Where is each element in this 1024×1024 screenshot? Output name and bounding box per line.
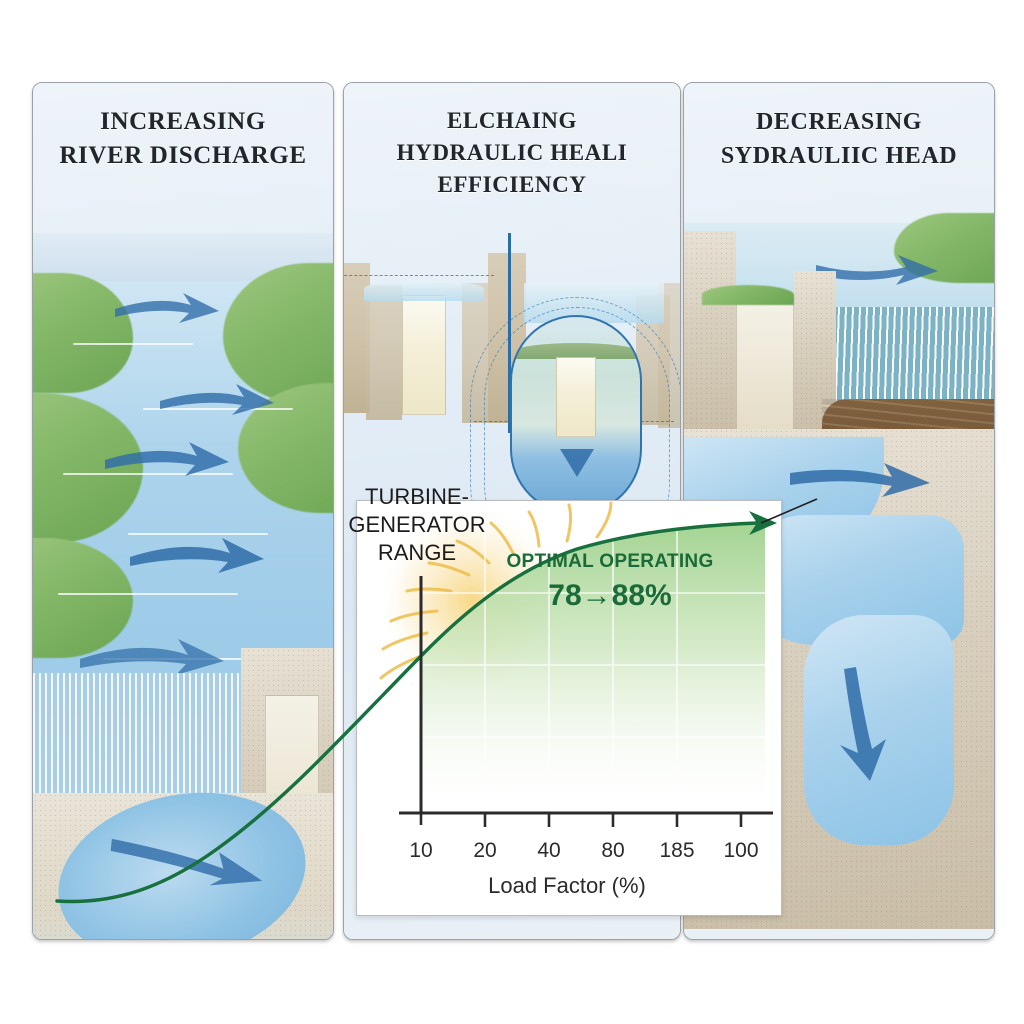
efficiency-curve xyxy=(55,521,759,904)
panel-2-title: ELCHAING HYDRAULIC HEALI EFFICIENCY xyxy=(396,108,628,197)
detail-turbine-flow-arrow xyxy=(556,445,598,486)
x-axis-ticks xyxy=(419,801,743,827)
magnified-detail-view xyxy=(510,315,642,515)
chart-gridlines xyxy=(421,501,765,801)
dam-pier xyxy=(366,285,402,420)
flow-arrow-icon xyxy=(78,633,228,683)
flow-arrow-icon xyxy=(108,833,268,889)
outflow-channel-lower xyxy=(804,615,954,845)
optimal-operating-label: OPTIMAL OPERATING xyxy=(506,551,714,572)
water-ripple xyxy=(58,593,238,595)
optimal-operating-value: 78→88% xyxy=(548,579,672,612)
detail-gate xyxy=(556,357,596,437)
x-tick-label-0: 10 xyxy=(409,839,433,862)
head-reference-line xyxy=(344,275,494,276)
water-ripple xyxy=(63,473,233,475)
dam-gate xyxy=(402,295,446,415)
panel-increasing-river-discharge: INCREASING RIVER DISCHARGE xyxy=(32,82,334,940)
flow-arrow-icon xyxy=(788,455,938,505)
flow-arrow-icon xyxy=(128,533,268,581)
dam-abutment-left xyxy=(684,231,736,436)
water-ripple xyxy=(143,408,293,410)
water-ripple xyxy=(128,533,268,535)
efficiency-chart-panel: TURBINE- GENERATOR RANGE OPTIMAL OPERATI… xyxy=(55,484,818,916)
rock-texture xyxy=(684,231,736,436)
crest-vegetation xyxy=(702,285,794,305)
flow-arrow-icon xyxy=(814,251,944,291)
x-tick-label-3: 80 xyxy=(601,839,625,862)
panel-3-title: DECREASING SYDRAULIIC HEAD xyxy=(720,109,958,169)
flow-arrow-icon xyxy=(830,665,900,785)
x-tick-label-2: 40 xyxy=(537,839,561,862)
detail-vegetation xyxy=(516,343,636,359)
river-scene-art xyxy=(33,233,333,939)
water-ripple xyxy=(73,343,193,345)
reservoir-surface xyxy=(364,281,484,301)
flow-arrow-icon xyxy=(103,438,233,484)
dam-gate xyxy=(736,299,794,433)
x-tick-label-5: 100 xyxy=(723,839,759,862)
flow-arrow-icon xyxy=(158,381,278,423)
panel-1-title: INCREASING RIVER DISCHARGE xyxy=(59,108,307,169)
x-axis-title: Load Factor (%) xyxy=(488,873,646,898)
flow-arrow-icon xyxy=(113,291,223,331)
efficiency-curve-svg xyxy=(55,498,818,904)
x-tick-label-4: 185 xyxy=(659,839,695,862)
x-tick-label-1: 20 xyxy=(473,839,497,862)
callout-leader-line xyxy=(760,498,818,524)
turbine-generator-range-label: TURBINE- GENERATOR RANGE xyxy=(348,484,486,565)
